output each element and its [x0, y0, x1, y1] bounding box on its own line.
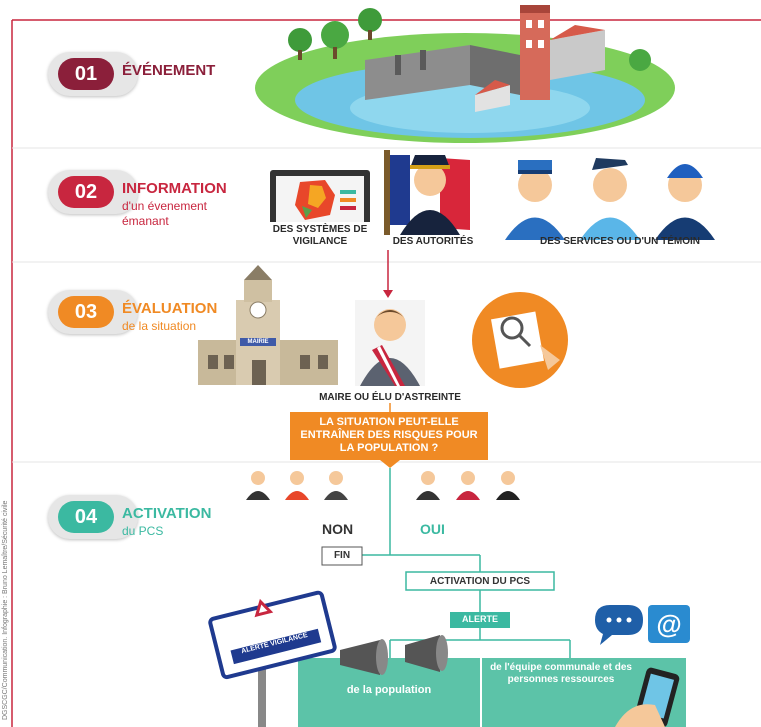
smartphone-illustration	[615, 667, 680, 727]
step-02-title: INFORMATION	[122, 180, 227, 197]
emergency-services-illustration	[505, 158, 715, 240]
credit-text: DGSCGC/Communication. Infographie : Brun…	[2, 500, 9, 720]
step-03-badge: 03	[48, 290, 138, 334]
svg-text:@: @	[656, 609, 681, 639]
population-panel-bg	[298, 658, 480, 727]
question-box-bg	[290, 412, 488, 460]
alert-label: ALERTE	[462, 614, 498, 624]
arrow-head-mayor	[383, 290, 393, 298]
activation-box-bg	[405, 571, 555, 591]
people-group-no	[246, 471, 348, 500]
alert-box-bg	[450, 612, 510, 628]
step-04-number: 04	[58, 501, 114, 533]
source-services-label: DES SERVICES OU D'UN TÉMOIN	[540, 236, 700, 247]
at-sign-icon: @	[648, 605, 690, 643]
alert-team-label: de l'équipe communale et des personnes r…	[486, 662, 636, 686]
chat-bubble-icon	[595, 605, 643, 645]
document-review-illustration	[472, 292, 568, 388]
mayor-label: MAIRE OU ÉLU D'ASTREINTE	[319, 392, 461, 403]
step-02-number: 02	[58, 176, 114, 208]
source-vigilance-label: DES SYSTÈMES DE VIGILANCE	[268, 222, 372, 250]
prefect-illustration	[384, 150, 470, 235]
alert-team-prefix: de l'	[490, 662, 510, 673]
step-02-subtitle: d'un évenement émanant	[122, 199, 208, 228]
alert-team-suffix: communale et des personnes ressources	[507, 662, 632, 685]
step-03-title: ÉVALUATION	[122, 300, 218, 317]
fin-box-bg	[321, 546, 363, 566]
mayor-illustration	[355, 300, 425, 386]
step-03-subtitle: de la situation	[122, 319, 197, 333]
town-hall-sign-text: MAIRIE	[247, 339, 269, 345]
step-04-subtitle: du PCS	[122, 524, 164, 538]
megaphones-illustration	[340, 635, 448, 675]
step-03-number: 03	[58, 296, 114, 328]
question-box-pointer	[380, 460, 400, 468]
step-01-number: 01	[58, 58, 114, 90]
people-group-yes	[416, 471, 520, 500]
step-04-title: ACTIVATION	[122, 505, 212, 522]
activation-pcs-label: ACTIVATION DU PCS	[429, 576, 531, 587]
alert-vigilance-sign	[208, 590, 337, 727]
vigilance-monitor-illustration	[270, 170, 370, 238]
source-authorities-label: DES AUTORITÉS	[392, 236, 474, 247]
answer-yes-label: OUI	[420, 521, 445, 537]
answer-no-label: NON	[322, 521, 354, 537]
alert-population-label: de la population	[346, 684, 432, 696]
alert-team-bold: équipe	[509, 662, 542, 673]
fin-label: FIN	[333, 550, 351, 561]
question-text: LA SITUATION PEUT-ELLE ENTRAÎNER DES RIS…	[300, 416, 478, 454]
flood-scene-illustration	[255, 5, 675, 143]
step-04-badge: 04	[48, 495, 138, 539]
step-01-badge: 01	[48, 52, 138, 96]
town-hall-illustration	[198, 265, 338, 385]
step-02-badge: 02	[48, 170, 138, 214]
step-01-title: ÉVÉNEMENT	[122, 62, 216, 79]
